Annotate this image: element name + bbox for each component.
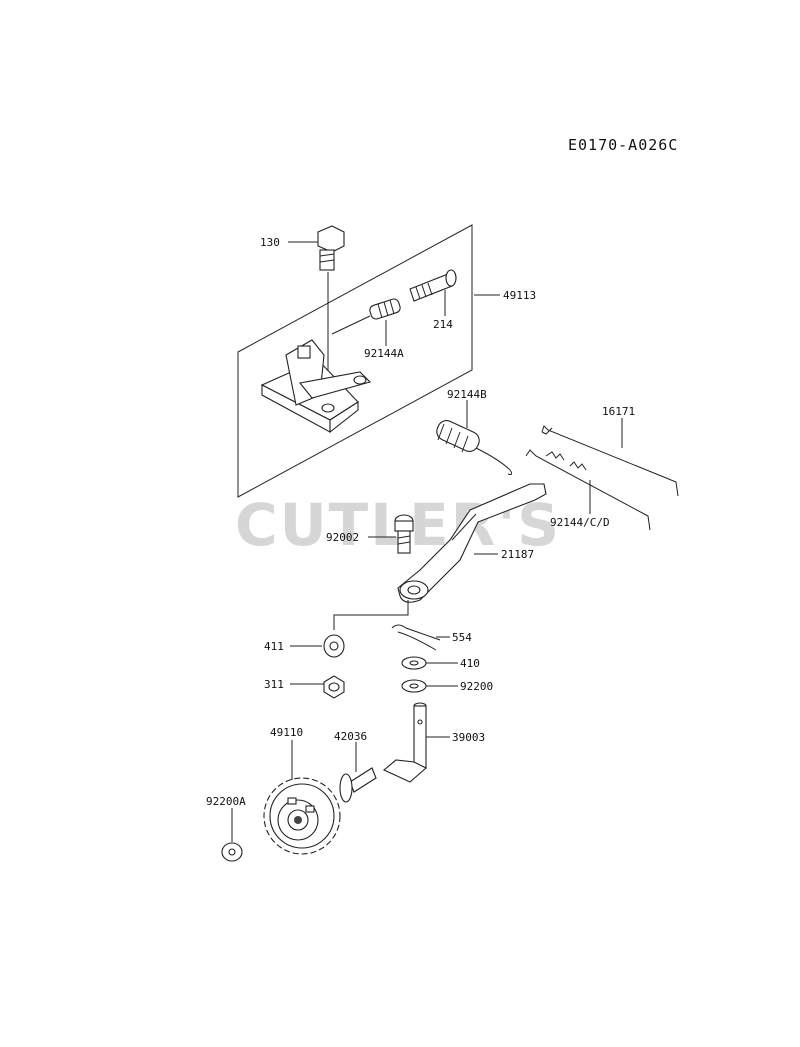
label-16171: 16171 bbox=[602, 405, 635, 418]
washer-92200A[interactable] bbox=[221, 842, 243, 862]
label-92002: 92002 bbox=[326, 531, 359, 544]
governor-arm-21187[interactable] bbox=[397, 483, 547, 603]
nut-311[interactable] bbox=[323, 675, 345, 699]
label-410: 410 bbox=[460, 657, 480, 670]
label-49113: 49113 bbox=[503, 289, 536, 302]
label-49110: 49110 bbox=[270, 726, 303, 739]
spring-92144A[interactable] bbox=[331, 298, 401, 335]
label-42036: 42036 bbox=[334, 730, 367, 743]
diagram-code: E0170-A026C bbox=[568, 136, 678, 154]
label-92144B: 92144B bbox=[447, 388, 487, 401]
label-39003: 39003 bbox=[452, 731, 485, 744]
gear-49110[interactable] bbox=[263, 777, 341, 855]
leader-lines bbox=[231, 241, 623, 842]
assembly-frame bbox=[237, 224, 473, 498]
rod-16171[interactable] bbox=[541, 425, 679, 497]
washer-410[interactable] bbox=[401, 656, 427, 670]
label-130: 130 bbox=[260, 236, 280, 249]
washer-411[interactable] bbox=[323, 634, 345, 658]
label-92144A: 92144A bbox=[364, 347, 404, 360]
label-92200A: 92200A bbox=[206, 795, 246, 808]
pin-42036[interactable] bbox=[339, 767, 377, 803]
label-311: 311 bbox=[264, 678, 284, 691]
clip-554[interactable] bbox=[391, 624, 441, 651]
label-411: 411 bbox=[264, 640, 284, 653]
bolt-130[interactable] bbox=[317, 225, 345, 402]
label-92200: 92200 bbox=[460, 680, 493, 693]
label-554: 554 bbox=[452, 631, 472, 644]
bolt-214[interactable] bbox=[409, 269, 457, 302]
spring-92144B[interactable] bbox=[434, 418, 513, 475]
label-21187: 21187 bbox=[501, 548, 534, 561]
arm-leader bbox=[333, 600, 409, 630]
washer-92200[interactable] bbox=[401, 679, 427, 693]
spring-92144CD[interactable] bbox=[525, 449, 651, 531]
governor-bracket[interactable] bbox=[260, 339, 372, 434]
bolt-92002[interactable] bbox=[394, 514, 414, 554]
shaft-39003[interactable] bbox=[382, 702, 427, 783]
label-92144CD: 92144/C/D bbox=[550, 516, 610, 529]
label-214: 214 bbox=[433, 318, 453, 331]
